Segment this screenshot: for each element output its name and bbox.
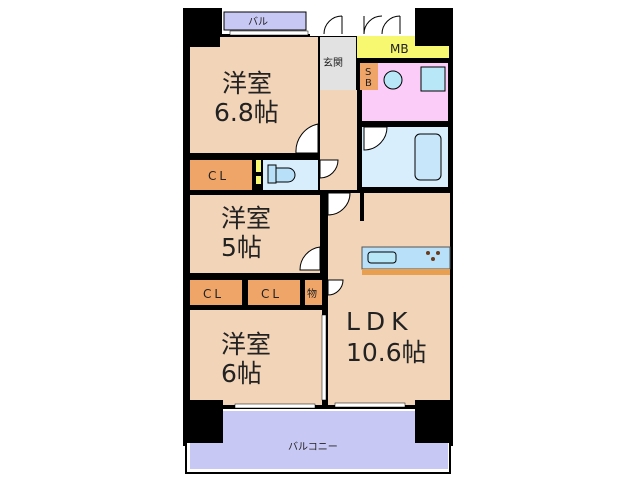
- western-room-1: [190, 37, 318, 153]
- small-balcony-label: バル: [248, 16, 268, 28]
- toilet-marker: [256, 160, 261, 172]
- closet-1-label: CL: [208, 169, 229, 183]
- window-room3: [234, 403, 316, 409]
- toilet-icon: [267, 164, 296, 184]
- entrance-door-area: [310, 8, 415, 36]
- shoe-box-fill: [360, 63, 378, 90]
- door-icons: [295, 123, 388, 296]
- entrance-door-icon: [323, 15, 401, 35]
- western-room-2: [190, 195, 320, 273]
- kitchen-counter-edge: [362, 269, 450, 275]
- room-1-name: 洋室: [222, 69, 272, 98]
- washing-machine-icon: [420, 66, 446, 92]
- ldk-name: LDK: [346, 307, 414, 336]
- closet-3-label: CL: [261, 287, 282, 301]
- sliding-door: [321, 314, 327, 401]
- window-room1: [229, 30, 309, 36]
- closet-2: [190, 280, 242, 305]
- meter-box-label: MB: [390, 42, 409, 56]
- entrance: [320, 37, 356, 90]
- entrance-label: 玄関: [323, 56, 343, 69]
- room-3-name: 洋室: [221, 330, 271, 359]
- wall-notch: [190, 37, 220, 47]
- balcony: [190, 411, 448, 469]
- sink-icon: [367, 251, 397, 264]
- closet-1: [190, 160, 252, 190]
- room-2-name: 洋室: [221, 204, 271, 233]
- room-1-size: 6.8帖: [214, 98, 279, 127]
- pillar-bottom-right: [415, 400, 453, 443]
- room-2-size: 5帖: [221, 233, 262, 262]
- small-balcony: [223, 11, 307, 31]
- closet-3: [248, 280, 300, 305]
- closet-2-label: CL: [203, 287, 224, 301]
- shoe-box-label-s: S: [365, 67, 371, 78]
- bathtub-icon: [414, 133, 442, 181]
- storage: [305, 280, 322, 305]
- storage-label: 物: [307, 287, 317, 300]
- western-room-3: [190, 310, 322, 400]
- ldk-ext: [328, 400, 415, 405]
- stove-icon: [426, 251, 440, 261]
- room-3-ext: [223, 400, 322, 405]
- window-ldk: [334, 402, 406, 408]
- balcony-label: バルコニー: [288, 441, 338, 453]
- wall-corner: [415, 36, 453, 46]
- ldk-wall-stub: [360, 193, 364, 221]
- washbasin-icon: [383, 70, 403, 90]
- ldk-size: 10.6帖: [346, 338, 427, 367]
- ldk: [328, 193, 450, 400]
- toilet-marker-2: [256, 176, 261, 184]
- room-3-size: 6帖: [221, 359, 262, 388]
- pillar-bottom-left: [183, 400, 223, 443]
- shoe-box-label-b: B: [365, 78, 372, 89]
